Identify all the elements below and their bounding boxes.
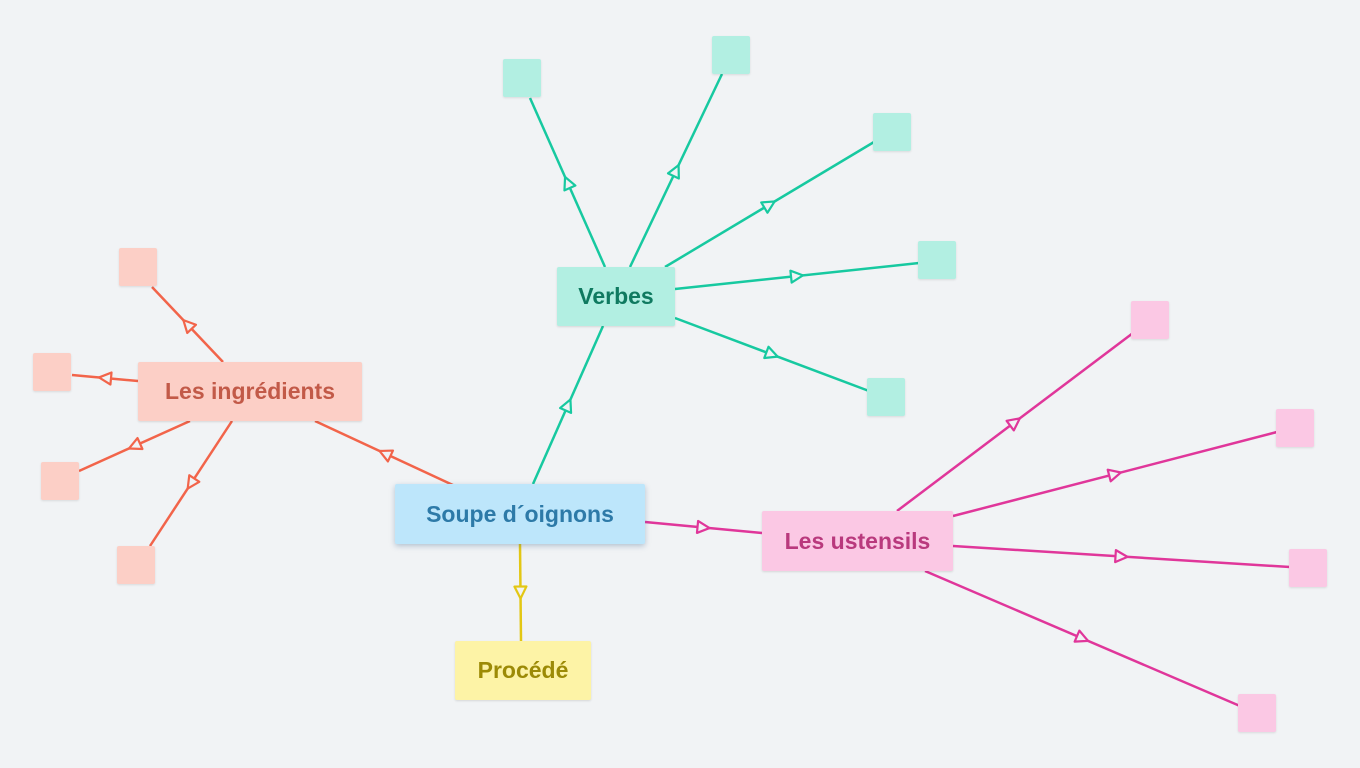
arrowhead-icon <box>666 163 680 180</box>
empty-subtopic-node[interactable] <box>503 59 541 97</box>
topic-node-procede[interactable]: Procédé <box>455 641 591 700</box>
arrowhead-icon <box>695 519 711 535</box>
arrowhead-icon <box>127 436 144 451</box>
arrowhead-icon <box>558 398 573 415</box>
empty-subtopic-node[interactable] <box>1276 409 1314 447</box>
arrowhead-icon <box>186 474 201 490</box>
empty-subtopic-node[interactable] <box>41 462 79 500</box>
topic-node-verbes[interactable]: Verbes <box>557 267 675 326</box>
empty-subtopic-node[interactable] <box>1131 301 1169 339</box>
topic-node-ingredients[interactable]: Les ingrédients <box>138 362 362 421</box>
connector-lines <box>71 73 1291 708</box>
arrowhead-icon <box>789 269 805 284</box>
empty-subtopic-node[interactable] <box>918 241 956 279</box>
empty-subtopic-node[interactable] <box>873 113 911 151</box>
arrowhead-icon <box>763 345 779 360</box>
arrowhead-icon <box>563 175 577 192</box>
central-topic-node[interactable]: Soupe d´oignons <box>395 484 645 544</box>
empty-subtopic-node[interactable] <box>33 353 71 391</box>
empty-subtopic-node[interactable] <box>1238 694 1276 732</box>
arrowhead-icon <box>182 319 198 335</box>
arrowhead-icon <box>378 449 395 463</box>
empty-subtopic-node[interactable] <box>117 546 155 584</box>
empty-subtopic-node[interactable] <box>119 248 157 286</box>
empty-subtopic-node[interactable] <box>712 36 750 74</box>
empty-subtopic-node[interactable] <box>1289 549 1327 587</box>
arrowhead-icon <box>760 200 776 214</box>
arrowhead-icon <box>1073 629 1090 643</box>
arrowhead-icon <box>1106 468 1122 483</box>
arrowhead-icon <box>1114 549 1129 564</box>
arrowhead-icon <box>513 585 528 600</box>
arrowhead-icon <box>97 371 113 386</box>
empty-subtopic-node[interactable] <box>867 378 905 416</box>
arrowhead-icon <box>1005 417 1021 432</box>
topic-node-ustensils[interactable]: Les ustensils <box>762 511 953 571</box>
